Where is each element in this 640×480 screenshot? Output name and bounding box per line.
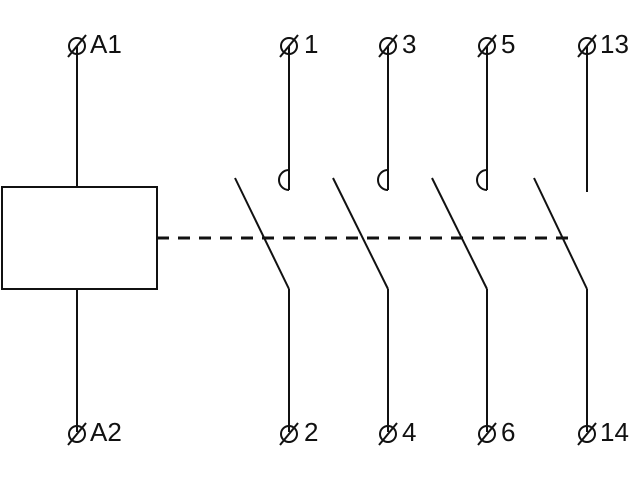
terminal-4: 4 [378, 417, 416, 447]
coil-box [1, 186, 158, 290]
terminal-a1: A1 [67, 29, 122, 59]
terminal-14-slash [577, 422, 597, 446]
contact-1-2-arc [278, 169, 290, 191]
terminal-6-circle [478, 425, 496, 443]
terminal-1-slash [279, 34, 299, 58]
terminal-13: 13 [577, 29, 629, 59]
coil-group: A1 A2 [1, 29, 158, 447]
contact-1-2-blade [234, 177, 290, 290]
terminal-13-slash [577, 34, 597, 58]
contact-13-14-blade [533, 177, 588, 290]
terminal-a2-slash [67, 422, 87, 446]
terminal-1: 1 [279, 29, 318, 59]
contact-3-4-blade [332, 177, 389, 290]
terminal-a1-label: A1 [90, 29, 122, 59]
terminal-5: 5 [477, 29, 515, 59]
terminal-13-label: 13 [600, 29, 629, 59]
terminal-14-circle [578, 425, 596, 443]
terminal-1-label: 1 [304, 29, 318, 59]
contact-5-6-blade [431, 177, 488, 290]
terminal-14-label: 14 [600, 417, 629, 447]
terminal-2-slash [279, 422, 299, 446]
contact-5-6-arc [476, 169, 488, 191]
terminal-a2-circle [68, 425, 86, 443]
terminal-4-label: 4 [402, 417, 416, 447]
contact-3-4: 3 4 [332, 29, 416, 447]
terminal-5-slash [477, 34, 497, 58]
terminal-2: 2 [279, 417, 318, 447]
terminal-2-circle [280, 425, 298, 443]
terminal-a2: A2 [67, 417, 122, 447]
terminal-13-circle [578, 37, 596, 55]
terminal-6: 6 [477, 417, 515, 447]
contact-5-6: 5 6 [431, 29, 515, 447]
terminal-4-slash [378, 422, 398, 446]
terminal-3: 3 [378, 29, 416, 59]
terminal-14: 14 [577, 417, 629, 447]
terminal-3-label: 3 [402, 29, 416, 59]
terminal-5-label: 5 [501, 29, 515, 59]
contact-13-14: 13 14 [533, 29, 629, 447]
terminal-a1-circle [68, 37, 86, 55]
terminal-1-circle [280, 37, 298, 55]
terminal-3-slash [378, 34, 398, 58]
terminal-6-label: 6 [501, 417, 515, 447]
terminal-a2-label: A2 [90, 417, 122, 447]
contact-3-4-arc [377, 169, 389, 191]
terminal-3-circle [379, 37, 397, 55]
terminal-a1-slash [67, 34, 87, 58]
contact-1-2: 1 2 [234, 29, 318, 447]
terminal-5-circle [478, 37, 496, 55]
terminal-6-slash [477, 422, 497, 446]
terminal-2-label: 2 [304, 417, 318, 447]
terminal-4-circle [379, 425, 397, 443]
